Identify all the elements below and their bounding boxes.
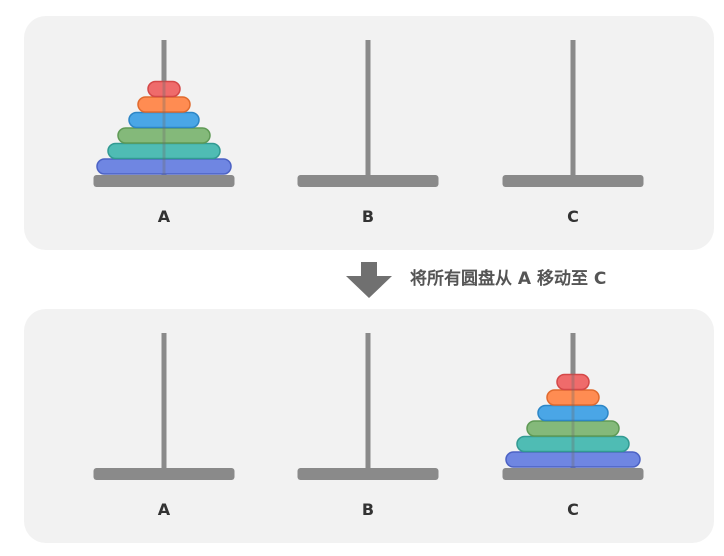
peg-pole <box>161 333 167 468</box>
peg-label-c: C <box>567 207 579 226</box>
peg-pole-overlay <box>162 81 166 174</box>
peg-base <box>502 175 644 187</box>
arrow-down-icon <box>346 262 392 298</box>
peg-label-c: C <box>567 500 579 519</box>
peg-base <box>297 468 439 480</box>
disk-1 <box>147 80 181 98</box>
peg-label-a: A <box>158 500 171 519</box>
peg-base <box>297 175 439 187</box>
peg-pole <box>365 333 371 468</box>
peg-pole <box>365 40 371 175</box>
peg-base <box>93 175 235 187</box>
peg-base <box>93 468 235 480</box>
peg-label-a: A <box>158 207 171 226</box>
peg-pole-overlay <box>571 374 575 467</box>
peg-pole <box>570 40 576 175</box>
peg-label-b: B <box>362 207 374 226</box>
peg-base <box>502 468 644 480</box>
peg-label-b: B <box>362 500 374 519</box>
disk-1 <box>556 373 590 391</box>
move-caption: 将所有圆盘从 A 移动至 C <box>410 269 607 289</box>
